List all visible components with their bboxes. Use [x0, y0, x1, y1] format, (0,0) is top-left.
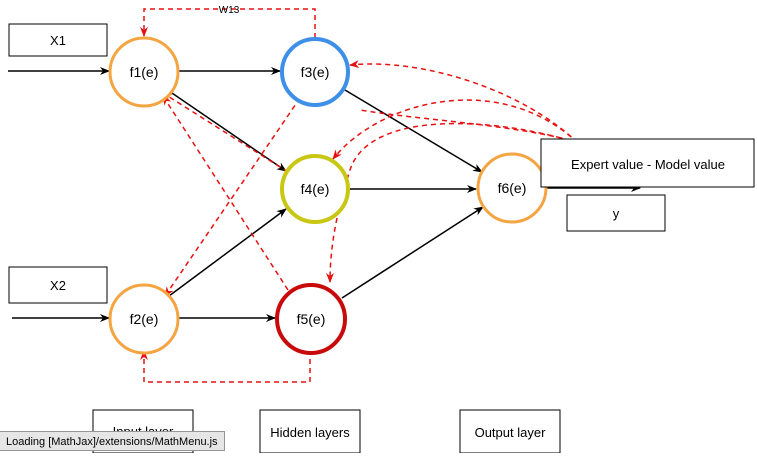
- input-box-x2: X2: [8, 266, 108, 304]
- output-box-y: y: [566, 194, 666, 232]
- weight-label-w13: W13: [219, 5, 240, 16]
- svg-text:Hidden layers: Hidden layers: [270, 425, 350, 440]
- node-f4: f4(e): [280, 154, 350, 224]
- svg-text:Output layer: Output layer: [475, 425, 546, 440]
- node-f5: f5(e): [275, 283, 347, 355]
- svg-text:Expert value - Model value: Expert value - Model value: [571, 157, 725, 172]
- node-f3: f3(e): [280, 37, 350, 107]
- svg-text:X1: X1: [50, 33, 66, 48]
- svg-text:X2: X2: [50, 278, 66, 293]
- error-box: Expert value - Model value: [540, 138, 755, 188]
- svg-text:f3(e): f3(e): [301, 64, 330, 80]
- svg-text:f1(e): f1(e): [130, 64, 159, 80]
- legend-output-layer: Output layer: [459, 409, 561, 454]
- svg-text:f6(e): f6(e): [498, 180, 527, 196]
- svg-text:y: y: [613, 206, 620, 221]
- mathjax-loading-status: Loading [MathJax]/extensions/MathMenu.js: [0, 431, 225, 451]
- node-f2: f2(e): [108, 283, 180, 355]
- svg-text:f2(e): f2(e): [130, 311, 159, 327]
- node-f6: f6(e): [476, 152, 548, 224]
- legend-hidden-layers: Hidden layers: [259, 409, 361, 454]
- svg-text:f5(e): f5(e): [297, 311, 326, 327]
- svg-text:f4(e): f4(e): [301, 181, 330, 197]
- backprop-connections: [140, 8, 581, 383]
- node-f1: f1(e): [108, 36, 180, 108]
- input-box-x1: X1: [8, 23, 108, 57]
- forward-connections: [8, 67, 641, 322]
